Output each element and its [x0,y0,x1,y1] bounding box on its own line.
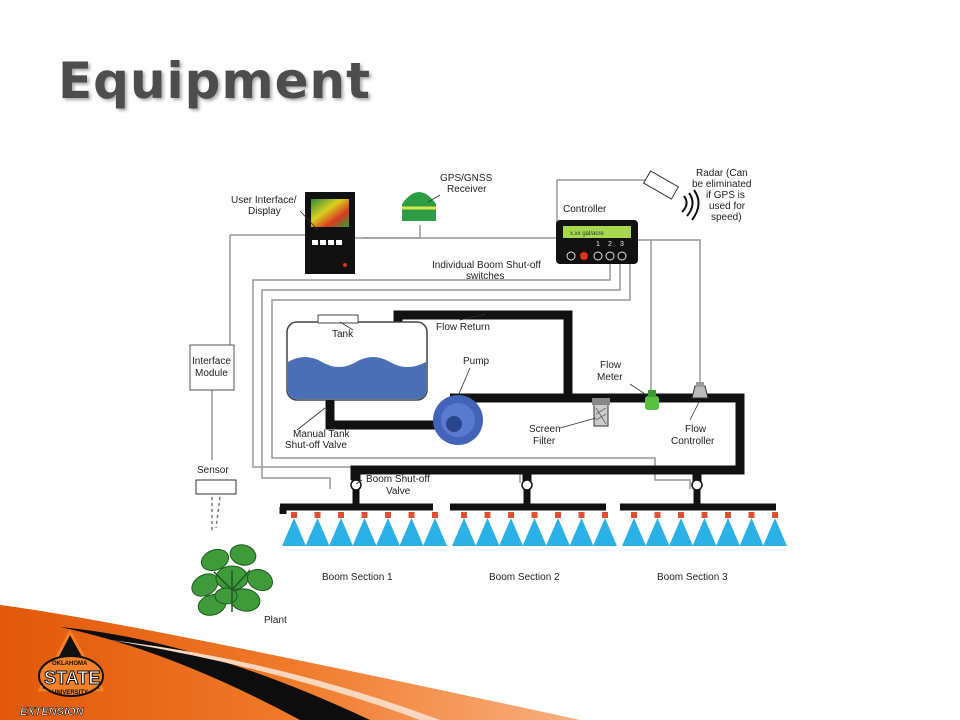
pump [433,395,483,445]
flow-control-valve [691,382,709,399]
label-gps-2: Receiver [447,184,487,195]
label-radar-3: if GPS is [706,190,745,201]
label-flow-meter-2: Meter [597,372,623,383]
label-manual-valve-2: Shut-off Valve [285,440,347,451]
nozzle-3-5 [716,512,740,546]
nozzle-2-5 [546,512,570,546]
nozzle-3-4 [692,512,717,546]
label-boom-switches-1: Individual Boom Shut-off [432,260,541,271]
boom-bars [279,489,776,514]
label-screen-filter-1: Screen [529,424,561,435]
nozzle-1-5 [376,512,400,546]
plant-leaf [214,587,238,605]
screen-filter [592,398,610,427]
label-flow-controller-2: Controller [671,436,715,447]
label-pump: Pump [463,356,490,367]
nozzle-1-7 [423,512,447,546]
nozzle-3-3 [669,512,693,546]
interface-module [189,344,235,391]
label-boom-shutoff-1: Boom Shut-off [366,474,430,485]
nozzle-1-6 [399,512,424,546]
nozzle-2-7 [593,512,617,546]
label-flow-controller-1: Flow [685,424,707,435]
nozzle-3-2 [645,512,670,546]
label-boom-section-2: Boom Section 2 [489,572,560,583]
label-screen-filter-2: Filter [533,436,556,447]
nozzle-1-2 [305,512,330,546]
control-wiring [211,179,701,489]
nozzle-2-6 [569,512,594,546]
label-radar-4: used for [709,201,746,212]
gps-receiver [402,192,436,221]
plant-illustration [191,544,274,616]
label-boom-section-1: Boom Section 1 [322,572,393,583]
label-flow-return: Flow Return [436,322,490,333]
boom-valve-2 [521,479,533,491]
rate-controller: x.xx gal/acre 1 2 3 [556,220,638,264]
switch-number-3: 3 [620,241,624,248]
nozzle-3-1 [622,512,646,546]
nozzle-1-1 [282,512,306,546]
label-boom-switches-2: switches [466,271,504,282]
flow-meter [645,390,659,410]
label-sensor: Sensor [197,465,229,476]
spray-nozzles [282,512,787,546]
label-boom-shutoff-2: Valve [386,486,411,497]
nozzle-3-7 [763,512,787,546]
nozzle-2-3 [499,512,523,546]
nozzle-2-2 [475,512,500,546]
plant-leaf [246,568,274,592]
switch-number-1: 1 [596,241,600,248]
radar-sensor [642,170,700,221]
nozzle-3-6 [739,512,764,546]
label-interface-module-2: Module [195,368,228,379]
display-unit [305,192,355,274]
boom-valve-3 [691,479,703,491]
label-tank: Tank [332,329,354,340]
nozzle-1-4 [352,512,377,546]
tank [286,314,428,401]
switch-number-2: 2 [608,241,612,248]
leader-lines [296,194,701,485]
sensor-beam [211,496,221,530]
label-gps-1: GPS/GNSS [440,173,493,184]
label-manual-valve-1: Manual Tank [293,429,351,440]
manual-tank-valve [326,400,334,412]
label-boom-section-3: Boom Section 3 [657,572,728,583]
nozzle-1-3 [329,512,353,546]
nozzle-2-4 [522,512,547,546]
label-interface-module-1: Interface [192,356,231,367]
boom-shutoff-valves [350,479,703,491]
label-user-interface-2: Display [248,206,281,217]
plant-leaf [229,544,257,566]
plant-leaf [200,548,230,572]
label-controller: Controller [563,204,607,215]
controller-display-text: x.xx gal/acre [570,231,604,237]
crop-sensor [195,479,237,495]
label-flow-meter-1: Flow [600,360,622,371]
label-plant: Plant [264,615,287,626]
label-radar-5: speed) [711,212,742,223]
nozzle-2-1 [452,512,476,546]
label-radar-2: be eliminated [692,179,751,190]
label-radar-1: Radar (Can [696,168,748,179]
diagram-labels: User Interface/ Display GPS/GNSS Receive… [192,168,751,626]
label-user-interface-1: User Interface/ [231,195,297,206]
slide-title: Equipment [58,52,371,110]
